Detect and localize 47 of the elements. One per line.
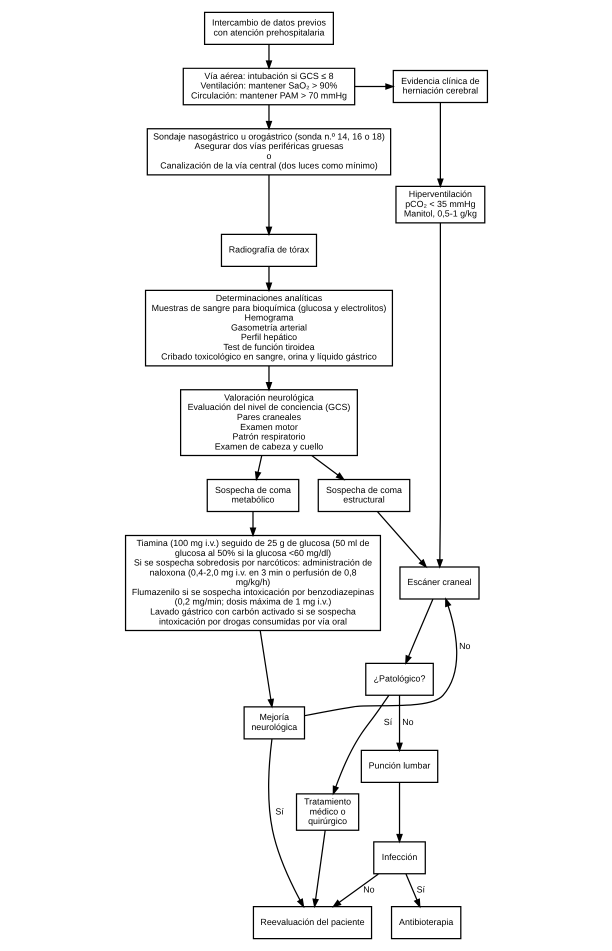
node-box: Sospecha de coma estructural — [317, 478, 410, 512]
arrow — [332, 695, 389, 796]
arrow — [268, 739, 304, 908]
edge-label: Sí — [383, 717, 392, 728]
node-box: Mejoría neurológica — [242, 706, 305, 740]
node-box: Valoración neurológica Evaluación del nivel de conciencia (GCS) Pares craneales Examen motor Patrón respiratorio Examen de cabeza y cuello — [180, 389, 358, 456]
arrow — [254, 456, 262, 482]
arrow — [396, 695, 402, 752]
arrow — [331, 873, 378, 908]
edge-label: Sí — [274, 806, 284, 816]
node-box: Escáner craneal — [398, 566, 480, 600]
arrow — [265, 366, 272, 392]
edge-label: No — [402, 717, 414, 728]
edge-label: No — [458, 641, 470, 652]
arrow — [404, 598, 433, 665]
node-box: Determinaciones analíticas Muestras de sangre para bioquímica (glucosa y electrolitos) Hemograma Gasometría arterial Perfil hepático Test de función tiroidea Cribado toxicológico en sangre, orina y líquido gástrico — [144, 290, 393, 366]
arrow — [396, 782, 402, 844]
node-box: Hiperventilación pCO₂ < 35 mmHg Manitol, 0,5-1 g/kg — [394, 186, 485, 224]
node-box: Sondaje nasogástrico u orogástrico (sonda n.º 14, 16 o 18) Asegurar dos vías periféricas gruesas o Canalización de la vía central (dos luces como mínimo) — [146, 128, 391, 176]
node-box: Infección — [372, 841, 426, 874]
arrow — [265, 44, 272, 70]
arrow — [310, 455, 345, 481]
edge-label: No — [362, 884, 374, 894]
arrow — [265, 174, 272, 236]
arrow — [265, 104, 272, 130]
node-box: Tratamiento médico o quirúrgico — [295, 793, 359, 831]
node-box: Tiamina (100 mg i.v.) seguido de 25 g de glucosa (50 ml de glucosa al 50% si la glucosa <60 mg/dl) Si se sospecha sobredosis por narcóticos: administración de naloxona (0,4-2,0 mg i.v. en 3 min o perfusión de 0,8 mg/kg/h) Flumazenilo si se sospecha intoxicación por benzodiazepinas (0,2 mg/min; dosis máxima de 1 mg i.v.) Lavado gástrico con carbón activado si se sospecha intoxicación por drogas consumidas por vía oral — [124, 534, 381, 632]
arrow — [376, 511, 427, 568]
arrow — [249, 512, 256, 538]
node-box: Vía aérea: intubación si GCS ≤ 8 Ventilación: mantener SaO₂ > 90% Circulación: mantener PAM > 70 mmHg — [182, 68, 355, 106]
arrow — [354, 83, 394, 90]
arrow — [404, 874, 420, 908]
arrow — [436, 102, 444, 188]
node-box: ¿Patológico? — [364, 662, 434, 696]
arrow — [265, 266, 272, 292]
arrow — [436, 223, 443, 569]
node-box: Radiografía de tórax — [220, 234, 317, 267]
arrow — [259, 630, 274, 708]
arrow — [312, 830, 326, 908]
node-box: Antibioterapia — [390, 906, 461, 940]
node-box: Reevaluación del paciente — [252, 906, 372, 940]
node-box: Sospecha de coma metabólico — [206, 478, 299, 512]
node-box: Intercambio de datos previos con atención prehospitalaria — [203, 12, 334, 45]
edge-label: Sí — [416, 884, 425, 894]
arrow — [304, 597, 457, 716]
node-box: Punción lumbar — [360, 750, 438, 783]
node-box: Evidencia clínica de herniación cerebral — [392, 70, 488, 104]
